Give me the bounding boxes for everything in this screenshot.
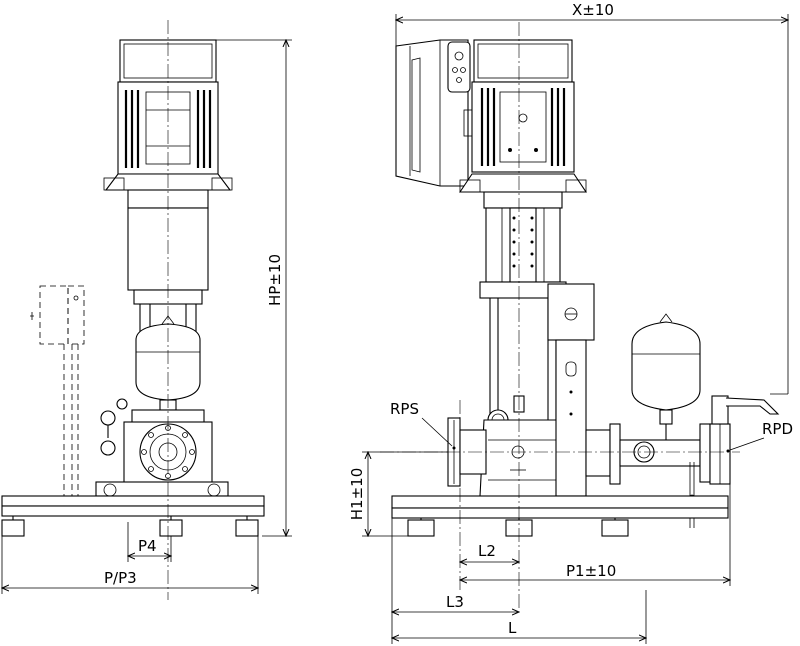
p-p3-label: P/P3 <box>104 569 137 587</box>
l2-dimension: L2 <box>460 542 519 562</box>
l2-label: L2 <box>478 542 496 560</box>
rpd-annotation: RPD <box>726 420 793 453</box>
rpd-label: RPD <box>762 420 793 438</box>
l3-label: L3 <box>446 593 464 611</box>
l3-dimension: L3 <box>392 518 519 644</box>
side-view <box>1 20 265 600</box>
motor-side-view <box>103 39 233 191</box>
rps-annotation: RPS <box>390 400 456 450</box>
x-label: X±10 <box>572 1 614 19</box>
control-stand-dashed <box>30 285 85 496</box>
l-label: L <box>508 619 517 637</box>
rps-label: RPS <box>390 400 419 418</box>
l-dimension: L <box>392 590 646 644</box>
p-p3-dimension: P/P3 <box>2 536 258 594</box>
motor-front-view <box>458 39 588 193</box>
h1-label: H1±10 <box>348 468 366 520</box>
p4-label: P4 <box>138 537 157 555</box>
front-view <box>380 22 780 610</box>
p1-dimension: P1±10 <box>460 484 730 586</box>
hp-label: HP±10 <box>266 254 284 306</box>
hp-dimension: HP±10 <box>210 40 292 536</box>
p1-label: P1±10 <box>566 562 616 580</box>
h1-dimension: H1±10 <box>348 452 448 536</box>
control-box <box>395 39 475 187</box>
expansion-vessel-front <box>631 313 701 440</box>
p4-dimension: P4 <box>128 522 171 562</box>
x-dimension: X±10 <box>396 1 788 395</box>
